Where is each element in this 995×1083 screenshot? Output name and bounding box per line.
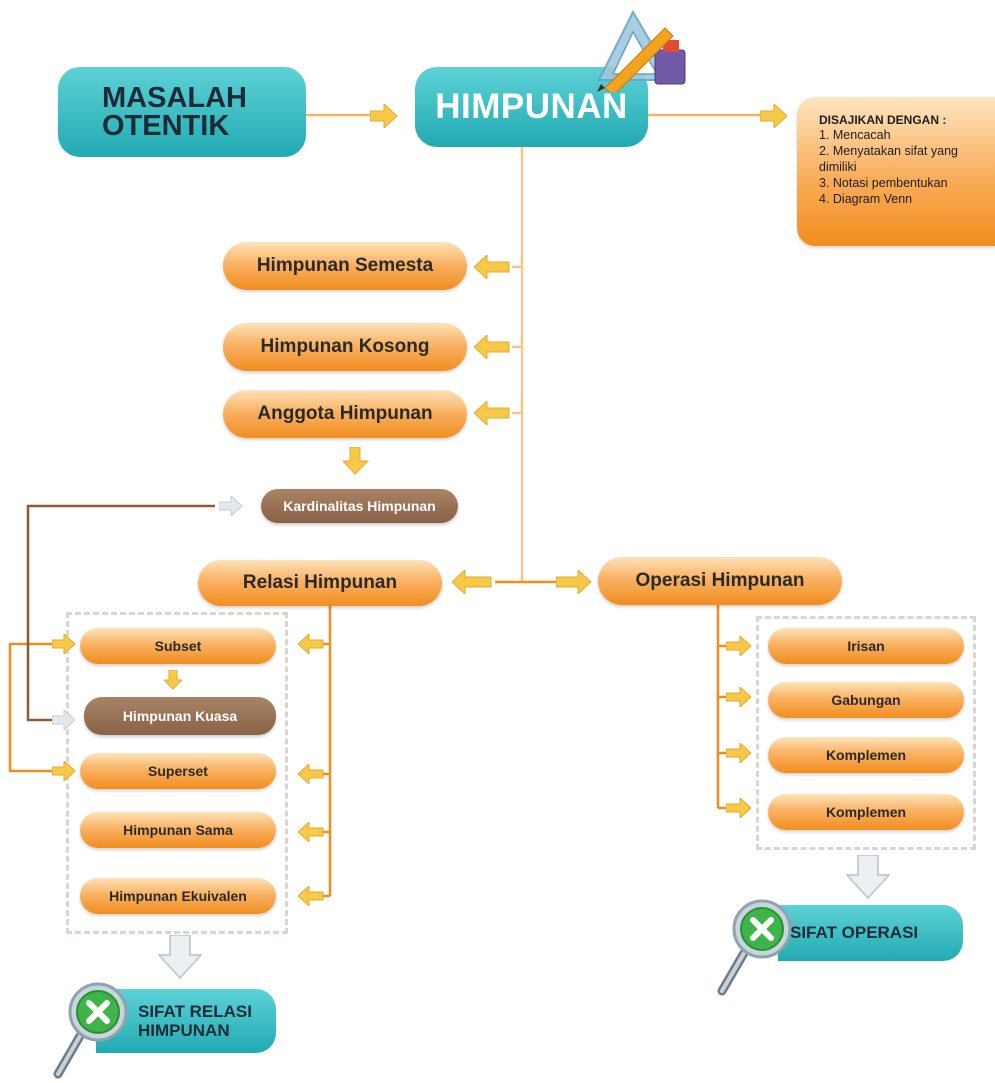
arrow-right-icon [760, 104, 788, 128]
sifat-operasi-label: SIFAT OPERASI [790, 923, 919, 942]
disajikan-item: 4. Diagram Venn [819, 192, 913, 206]
arrow-right-icon [52, 634, 76, 654]
kardinalitas-himpunan-node: Kardinalitas Himpunan [261, 489, 458, 523]
arrow-down-icon [164, 670, 182, 690]
arrow-left-icon [298, 822, 324, 842]
arrow-right-icon [726, 743, 752, 763]
sifat-operasi-box[interactable]: SIFAT OPERASI [778, 905, 963, 961]
arrow-down-icon [343, 447, 369, 475]
irisan-node: Irisan [768, 628, 964, 664]
arrow-left-icon [298, 634, 324, 654]
subset-node: Subset [80, 628, 276, 664]
magnifier-icon [53, 982, 128, 1079]
superset-node: Superset [80, 753, 276, 789]
disajikan-title: DISAJIKAN DENGAN : [819, 113, 947, 127]
arrow-right-icon [52, 710, 76, 730]
arrow-right-icon [370, 104, 398, 128]
himpunan-main-box: HIMPUNAN [415, 67, 648, 147]
magnifier-icon [717, 899, 792, 996]
masalah-otentik-box: MASALAH OTENTIK [58, 67, 306, 157]
arrow-left-icon [474, 335, 510, 359]
arrow-left-icon [452, 570, 492, 594]
komplemen-node: Komplemen [768, 794, 964, 830]
komplemen-node: Komplemen [768, 737, 964, 773]
arrow-left-icon [298, 886, 324, 906]
himpunan-semesta-node: Himpunan Semesta [223, 242, 467, 290]
arrow-left-icon [298, 764, 324, 784]
math-tools-icon [597, 10, 686, 92]
relasi-himpunan-node: Relasi Himpunan [198, 560, 442, 606]
anggota-himpunan-node: Anggota Himpunan [223, 390, 467, 438]
arrow-right-icon [726, 687, 752, 707]
arrow-right-icon [726, 798, 752, 818]
operasi-group-box [756, 616, 976, 850]
masalah-otentik-label: MASALAH OTENTIK [102, 82, 247, 142]
himpunan-kosong-node: Himpunan Kosong [223, 323, 467, 371]
himpunan-sama-node: Himpunan Sama [80, 812, 276, 848]
disajikan-item: 2. Menyatakan sifat yang dimiliki [819, 144, 958, 174]
arrow-left-icon [474, 255, 510, 279]
gabungan-node: Gabungan [768, 682, 964, 718]
disajikan-item: 3. Notasi pembentukan [819, 176, 948, 190]
arrow-right-icon [556, 570, 592, 594]
himpunan-kuasa-node: Himpunan Kuasa [84, 697, 276, 735]
arrow-down-icon [846, 855, 890, 899]
disajikan-box: DISAJIKAN DENGAN : 1. Mencacah 2. Menyat… [797, 97, 995, 246]
operasi-himpunan-node: Operasi Himpunan [598, 557, 842, 605]
himpunan-title: HIMPUNAN [435, 87, 628, 126]
disajikan-item: 1. Mencacah [819, 128, 891, 142]
himpunan-ekuivalen-node: Himpunan Ekuivalen [80, 878, 276, 914]
sifat-relasi-himpunan-label: SIFAT RELASI HIMPUNAN [138, 1002, 252, 1040]
arrow-left-icon [474, 401, 510, 425]
arrow-right-icon [726, 636, 752, 656]
arrow-right-icon [219, 496, 243, 516]
arrow-down-icon [158, 935, 202, 979]
arrow-right-icon [52, 761, 76, 781]
